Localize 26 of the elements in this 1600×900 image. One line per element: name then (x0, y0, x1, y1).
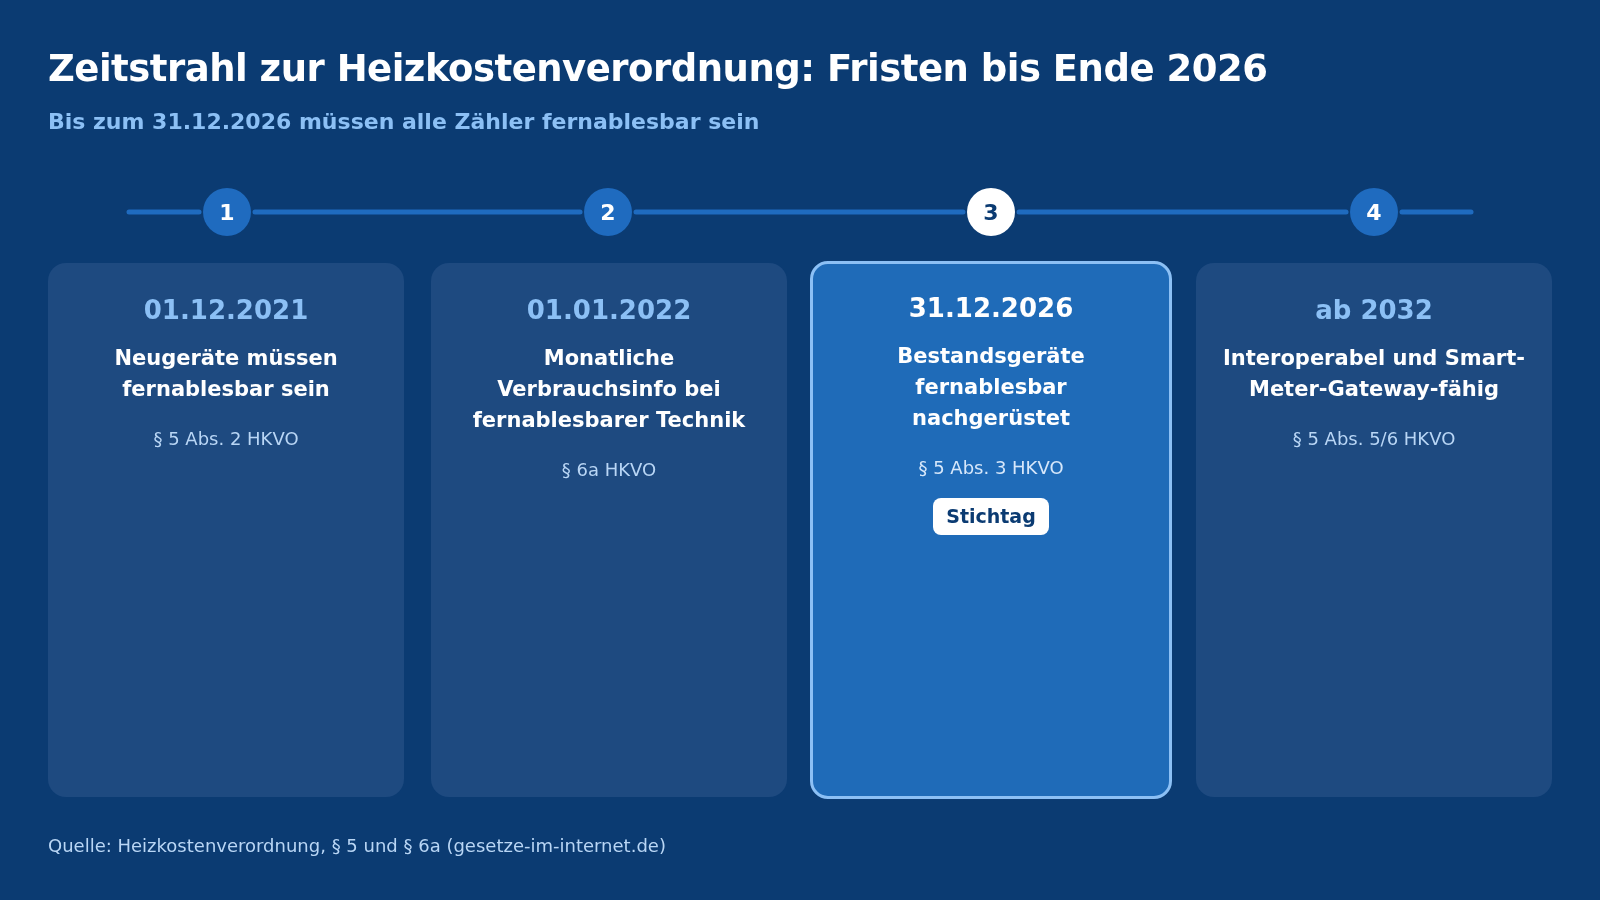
legal-reference: § 5 Abs. 2 HKVO (153, 427, 299, 451)
timeline-card (810, 261, 1172, 799)
date-heading: ab 2032 (1315, 294, 1433, 327)
timeline-line (252, 209, 583, 215)
step-number-marker: 2 (584, 188, 632, 236)
timeline-line (1016, 209, 1349, 215)
milestone-title: Interoperabel und Smart-Meter-Gateway-fähig (1222, 345, 1526, 403)
milestone-title: Bestandsgeräte fernablesbar nachgerüstet (896, 343, 1086, 432)
step-number-marker: 1 (203, 188, 251, 236)
subtitle: Bis zum 31.12.2026 müssen alle Zähler fernablesbar sein (48, 108, 760, 136)
diagram-title: Zeitstrahl zur Heizkostenverordnung: Fristen bis Ende 2026 (48, 46, 1268, 92)
timeline-line (1399, 209, 1474, 215)
milestone-title: Neugeräte müssen fernablesbar sein (113, 345, 339, 403)
date-heading: 01.01.2022 (526, 294, 692, 327)
legal-reference: § 5 Abs. 3 HKVO (918, 456, 1064, 480)
timeline-line (126, 209, 202, 215)
date-heading: 01.12.2021 (143, 294, 309, 327)
legal-reference: § 6a HKVO (561, 458, 657, 482)
deadline-tag: Stichtag (933, 498, 1049, 535)
milestone-title: Monatliche Verbrauchsinfo bei fernablesbarer Technik (471, 345, 747, 434)
legal-reference: § 5 Abs. 5/6 HKVO (1292, 427, 1456, 451)
step-number-marker: 3 (967, 188, 1015, 236)
step-number-marker: 4 (1350, 188, 1398, 236)
date-heading: 31.12.2026 (908, 292, 1074, 325)
timeline-line (633, 209, 966, 215)
source-note: Quelle: Heizkostenverordnung, § 5 und § 6a (gesetze-im-internet.de) (48, 834, 666, 858)
